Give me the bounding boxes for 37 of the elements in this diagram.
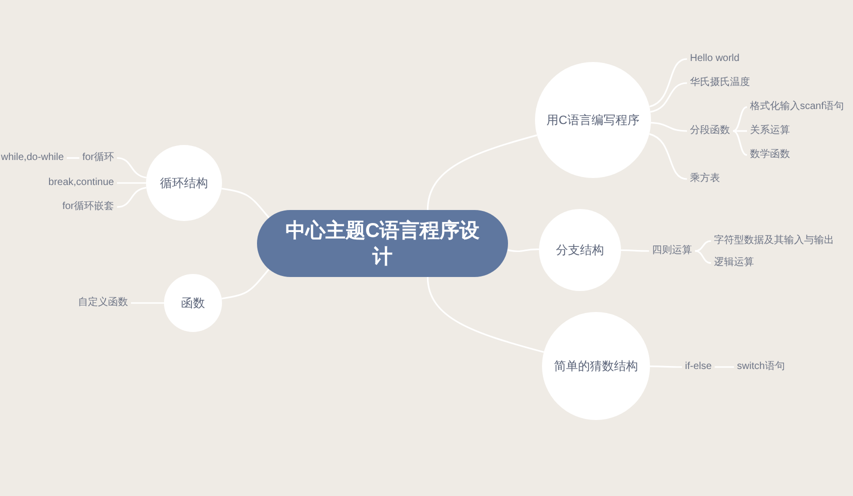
branch-line xyxy=(694,250,712,264)
subtopic-label: 格式化输入scanf语句 xyxy=(750,100,844,114)
branch-line xyxy=(650,82,688,113)
subtopic-label: 分段函数 xyxy=(690,124,730,138)
subtopic-label: 数学函数 xyxy=(750,148,790,162)
branch-line xyxy=(650,122,688,132)
subtopic-label: if-else xyxy=(685,360,712,374)
subtopic-label: 四则运算 xyxy=(652,244,692,258)
subtopic-label: 字符型数据及其输入与输出 xyxy=(714,234,834,248)
topic-label: 循环结构 xyxy=(160,174,208,192)
branch-line xyxy=(694,240,712,252)
subtopic-label: break,continue xyxy=(48,176,114,190)
topic-label: 分支结构 xyxy=(556,242,604,258)
branch-line xyxy=(426,276,544,353)
branch-line xyxy=(426,134,538,210)
topic-label: 函数 xyxy=(181,294,205,312)
subtopic-label: 关系运算 xyxy=(750,124,790,138)
branch-line xyxy=(222,268,270,300)
branch-line xyxy=(221,188,270,218)
subtopic-label: switch语句 xyxy=(737,360,785,374)
topic-label: 用C语言编写程序 xyxy=(546,112,640,128)
branch-line xyxy=(649,133,688,180)
central-topic-label: 中心主题C语言程序设计 xyxy=(284,218,481,270)
topic-label: 简单的猜数结构 xyxy=(554,358,638,374)
subtopic-label: Hello world xyxy=(690,52,740,66)
branch-line xyxy=(116,157,147,178)
subtopic-label: 乘方表 xyxy=(690,172,720,186)
subtopic-label: 自定义函数 xyxy=(78,296,128,310)
subtopic-label: for循环嵌套 xyxy=(62,200,114,214)
subtopic-label: 逻辑运算 xyxy=(714,256,754,270)
branch-line xyxy=(649,58,688,108)
branch-line xyxy=(732,106,748,132)
subtopic-label: while,do-while xyxy=(1,152,64,164)
branch-line xyxy=(732,130,748,156)
subtopic-label: for循环 xyxy=(82,152,114,164)
subtopic-label: 华氏摄氏温度 xyxy=(690,76,750,90)
branch-line xyxy=(116,186,146,208)
